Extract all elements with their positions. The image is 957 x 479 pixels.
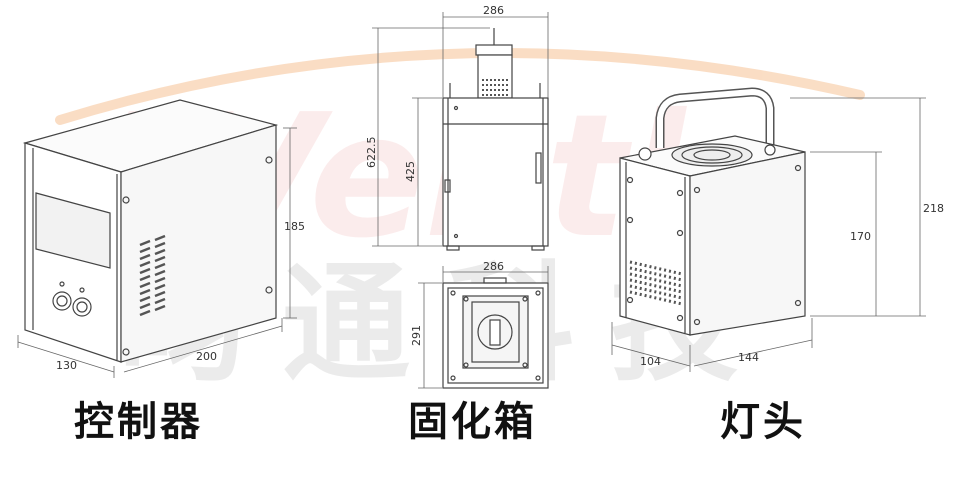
- curing-box-body-height-label: 425: [404, 161, 417, 182]
- controller-width-label: 200: [196, 350, 217, 363]
- controller-depth-label: 130: [56, 359, 77, 372]
- lamp-head-body-height-label: 170: [850, 230, 871, 243]
- lamp-head-total-height-label: 218: [923, 202, 944, 215]
- lamp-head-dimensions: [611, 97, 926, 372]
- curing-box-front-view: [442, 28, 549, 251]
- curing-box-front-dimensions: [372, 12, 549, 247]
- lamp-head-caption: 灯头: [720, 399, 806, 445]
- lamp-grille: [482, 79, 508, 96]
- curing-box-caption: 固化箱: [408, 399, 537, 445]
- lamp-head-width-label: 144: [738, 351, 759, 364]
- curing-box-bottom-view: [442, 277, 549, 389]
- curing-box-bottom-dimensions: [418, 266, 549, 389]
- curing-box-top-width-label: 286: [483, 4, 504, 17]
- lamp-head-depth-label: 104: [640, 355, 661, 368]
- controller-dimensions: [17, 127, 297, 378]
- controller-caption: 控制器: [74, 399, 203, 445]
- curing-box-total-height-label: 622.5: [365, 137, 378, 169]
- controller-vents: [139, 234, 166, 317]
- curing-box-bottom-depth-label: 291: [410, 325, 423, 346]
- controller-height-label: 185: [284, 220, 305, 233]
- lamp-head-drawing: [619, 87, 806, 336]
- controller-drawing: [22, 99, 279, 363]
- lamp-head-vents: [629, 260, 683, 306]
- curing-box-bottom-width-label: 286: [483, 260, 504, 273]
